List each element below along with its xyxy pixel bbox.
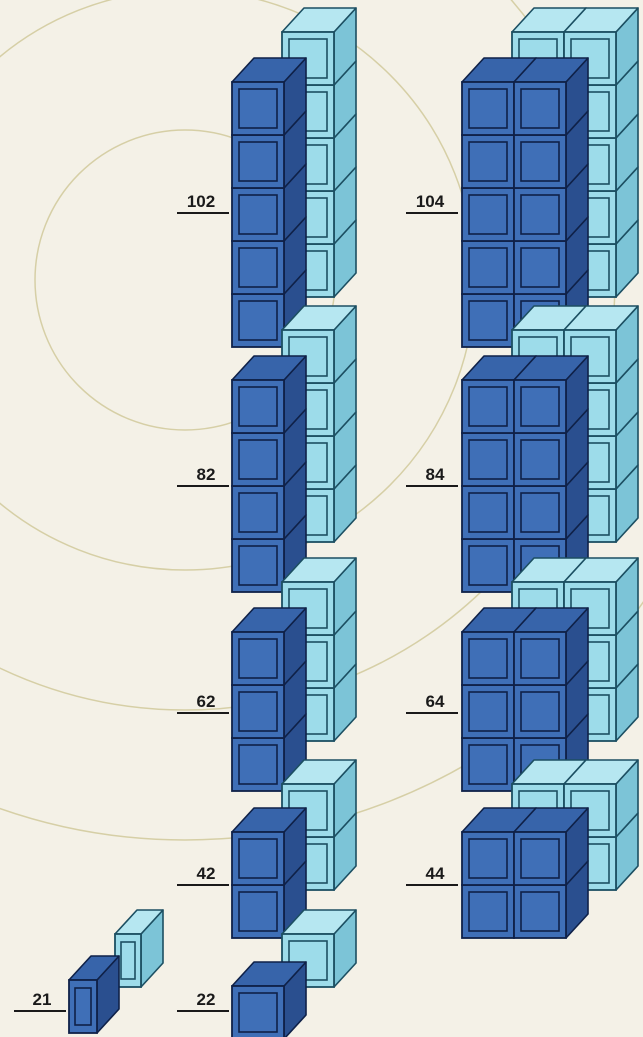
underline-84 <box>406 485 458 487</box>
front-cube-102-0-0 <box>232 58 306 135</box>
underline-64 <box>406 712 458 714</box>
underline-62 <box>177 712 229 714</box>
front-cube-84-1-0 <box>514 356 588 433</box>
front-cube-104-1-0 <box>514 58 588 135</box>
underline-104 <box>406 212 458 214</box>
front-cube-44-1-0 <box>514 808 588 885</box>
front-cube-82-0-0 <box>232 356 306 433</box>
label-84: 84 <box>405 466 465 484</box>
label-64: 64 <box>405 693 465 711</box>
front-cube-42-0-0 <box>232 808 306 885</box>
back-thin-block-21 <box>115 910 163 987</box>
underline-102 <box>177 212 229 214</box>
underline-44 <box>406 884 458 886</box>
front-cube-22-0-0 <box>232 962 306 1037</box>
label-82: 82 <box>176 466 236 484</box>
front-cube-64-1-0 <box>514 608 588 685</box>
underline-22 <box>177 1010 229 1012</box>
front-cube-62-0-0 <box>232 608 306 685</box>
label-104: 104 <box>400 193 460 211</box>
underline-42 <box>177 884 229 886</box>
label-44: 44 <box>405 865 465 883</box>
label-22: 22 <box>176 991 236 1009</box>
underline-82 <box>177 485 229 487</box>
underline-21 <box>14 1010 66 1012</box>
label-21: 21 <box>12 991 72 1009</box>
label-62: 62 <box>176 693 236 711</box>
label-102: 102 <box>171 193 231 211</box>
front-thin-block-21 <box>69 956 119 1033</box>
label-42: 42 <box>176 865 236 883</box>
